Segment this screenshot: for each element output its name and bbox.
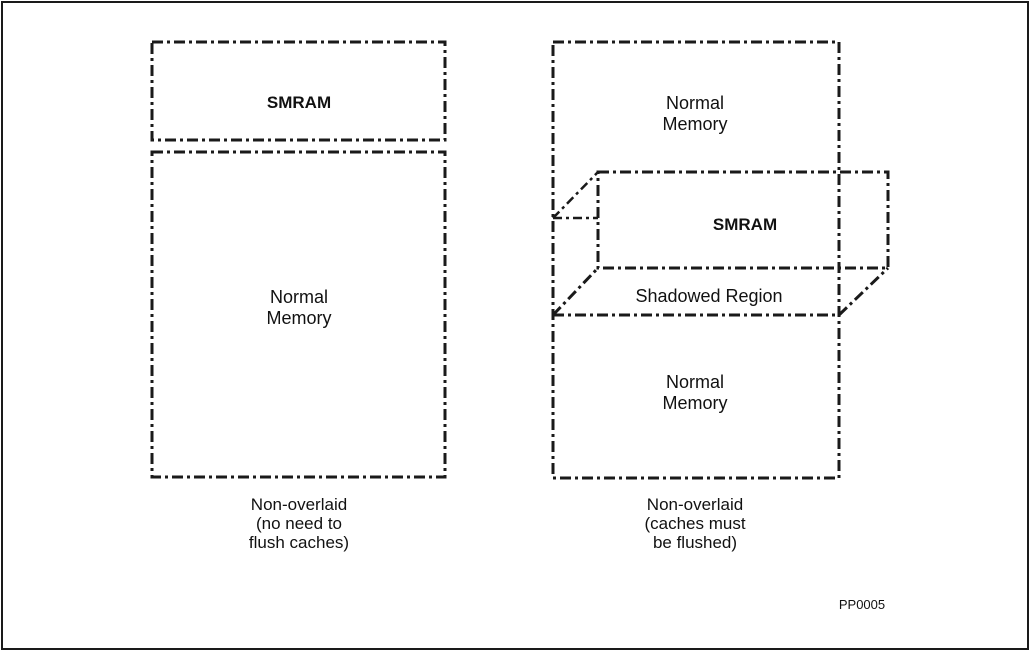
right-bottom-memory-label-line1: Normal <box>666 372 724 392</box>
right-top-memory-label-line1: Normal <box>666 93 724 113</box>
left-smram-block <box>150 40 447 142</box>
left-memory-map: SMRAM Normal Memory Non-overlaid (no nee… <box>150 40 447 552</box>
right-top-memory-label-line2: Memory <box>662 114 727 134</box>
left-smram-label: SMRAM <box>267 93 331 112</box>
shadow-perspective-top <box>552 171 599 219</box>
right-smram-label-bg <box>686 208 804 240</box>
left-caption-line3: flush caches) <box>249 533 349 552</box>
right-smram-label: SMRAM <box>713 215 777 234</box>
left-normal-memory-block <box>150 150 447 479</box>
shadow-perspective-left <box>551 266 600 317</box>
shadowed-region-label: Shadowed Region <box>635 286 782 306</box>
right-bottom-memory-label-line2: Memory <box>662 393 727 413</box>
right-smram-block <box>596 170 890 270</box>
left-memory-label-line1: Normal <box>270 287 328 307</box>
right-memory-column <box>551 40 841 480</box>
left-smram-label-bg <box>240 84 358 118</box>
right-caption-line2: (caches must <box>644 514 745 533</box>
right-caption-line3: be flushed) <box>653 533 737 552</box>
left-caption-line1: Non-overlaid <box>251 495 347 514</box>
shadow-perspective-right <box>837 266 890 317</box>
left-caption-line2: (no need to <box>256 514 342 533</box>
left-memory-label-line2: Memory <box>266 308 331 328</box>
figure-code: PP0005 <box>839 597 885 612</box>
right-memory-map: Normal Memory Shadowed Region SMRAM Norm… <box>551 40 890 552</box>
right-caption-line1: Non-overlaid <box>647 495 743 514</box>
